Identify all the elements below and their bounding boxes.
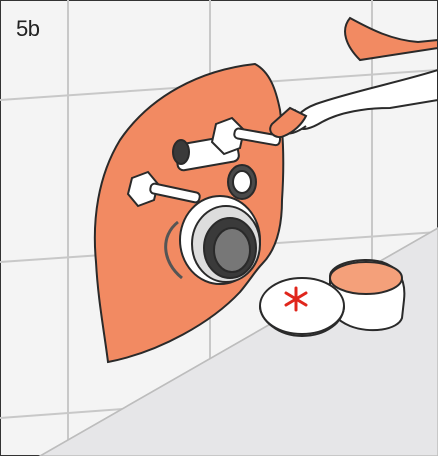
step-label: 5b — [16, 18, 39, 40]
